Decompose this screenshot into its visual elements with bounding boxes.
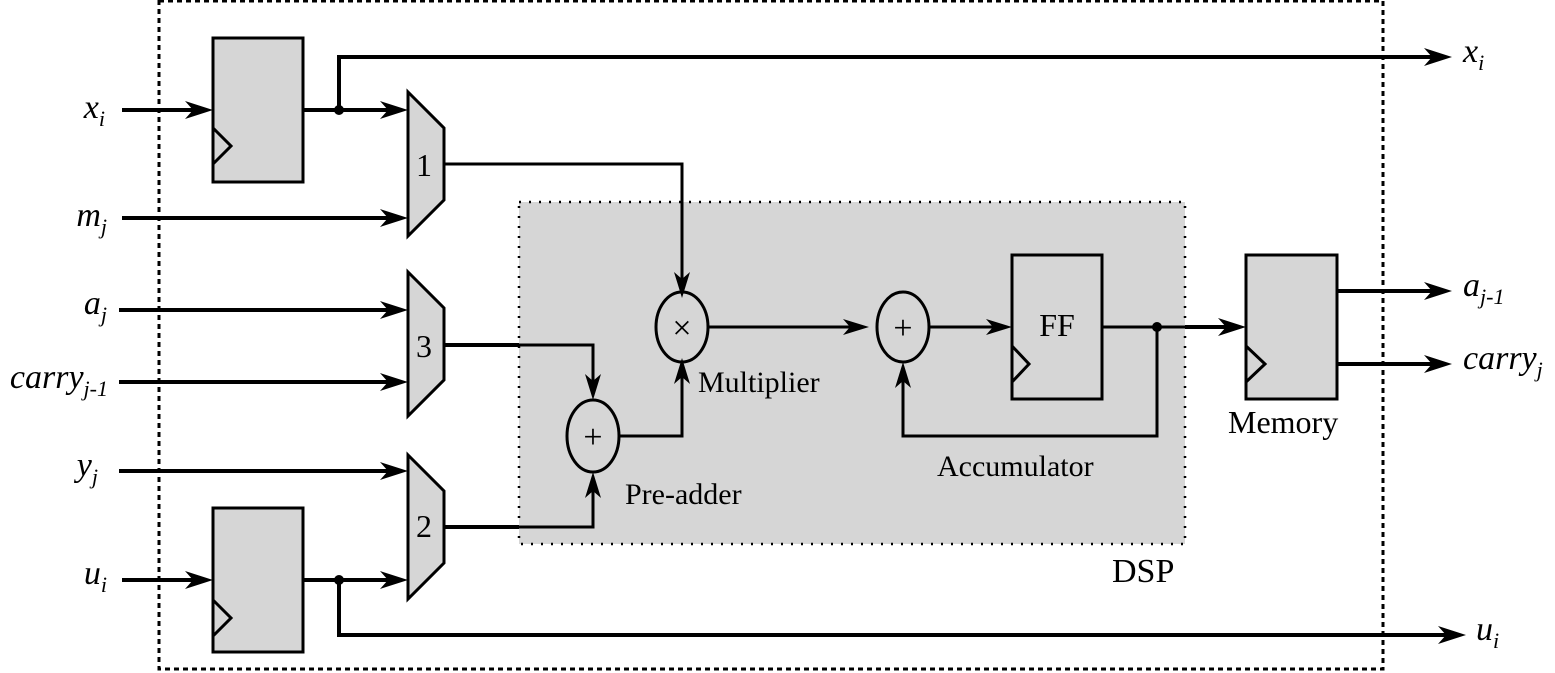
input-label-carry: carryj-1 [10,359,108,401]
mux-1 [406,88,446,240]
x-register-wires [303,48,1452,119]
ff-label: FF [1039,307,1075,343]
preadder-label: Pre-adder [625,478,742,511]
input-register-x [211,36,305,184]
u-register-wires [303,571,1466,644]
output-label-x: xi [1462,33,1484,75]
multiplier-times-icon: × [672,310,691,347]
input-label-u: ui [84,555,107,597]
memory-label: Memory [1228,404,1338,440]
input-label-x: xi [83,89,105,131]
preadder-to-multiplier-wire [619,358,690,438]
clock-icon [211,126,234,166]
accumulator-label: Accumulator [937,450,1094,483]
memory-block [1244,253,1339,401]
preadder-plus-icon: + [583,419,602,456]
clock-icon [1010,344,1032,384]
input-label-m: mj [76,197,107,239]
output-label-u: ui [1476,611,1499,653]
dsp-label: DSP [1112,553,1174,590]
input-wires [119,101,408,589]
input-register-u [211,506,305,654]
multiplier-to-adder-wire [708,319,869,335]
mux-2-label: 2 [416,508,432,544]
adder-to-ff-wire [929,319,1012,335]
multiplier-label: Multiplier [698,366,820,399]
mux-1-label: 1 [416,147,432,183]
input-label-a: aj [84,285,107,327]
mux2-to-preadder-wire [444,472,601,529]
input-label-y: yj [74,447,98,489]
dsp-region [517,200,1187,546]
mux-3 [406,268,446,420]
mux-2 [406,451,446,603]
output-label-carry: carryj [1463,340,1543,382]
accumulator-plus-icon: + [893,310,912,347]
outer-boundary [157,0,1385,671]
clock-icon [211,598,234,638]
mux1-to-multiplier-wire [444,162,690,298]
mux-3-label: 3 [416,328,432,364]
ff-output-wires [895,318,1246,438]
clock-icon [1244,344,1268,384]
output-label-a: aj-1 [1463,267,1504,309]
mux3-to-preadder-wire [444,343,601,400]
memory-output-wires [1337,282,1452,373]
